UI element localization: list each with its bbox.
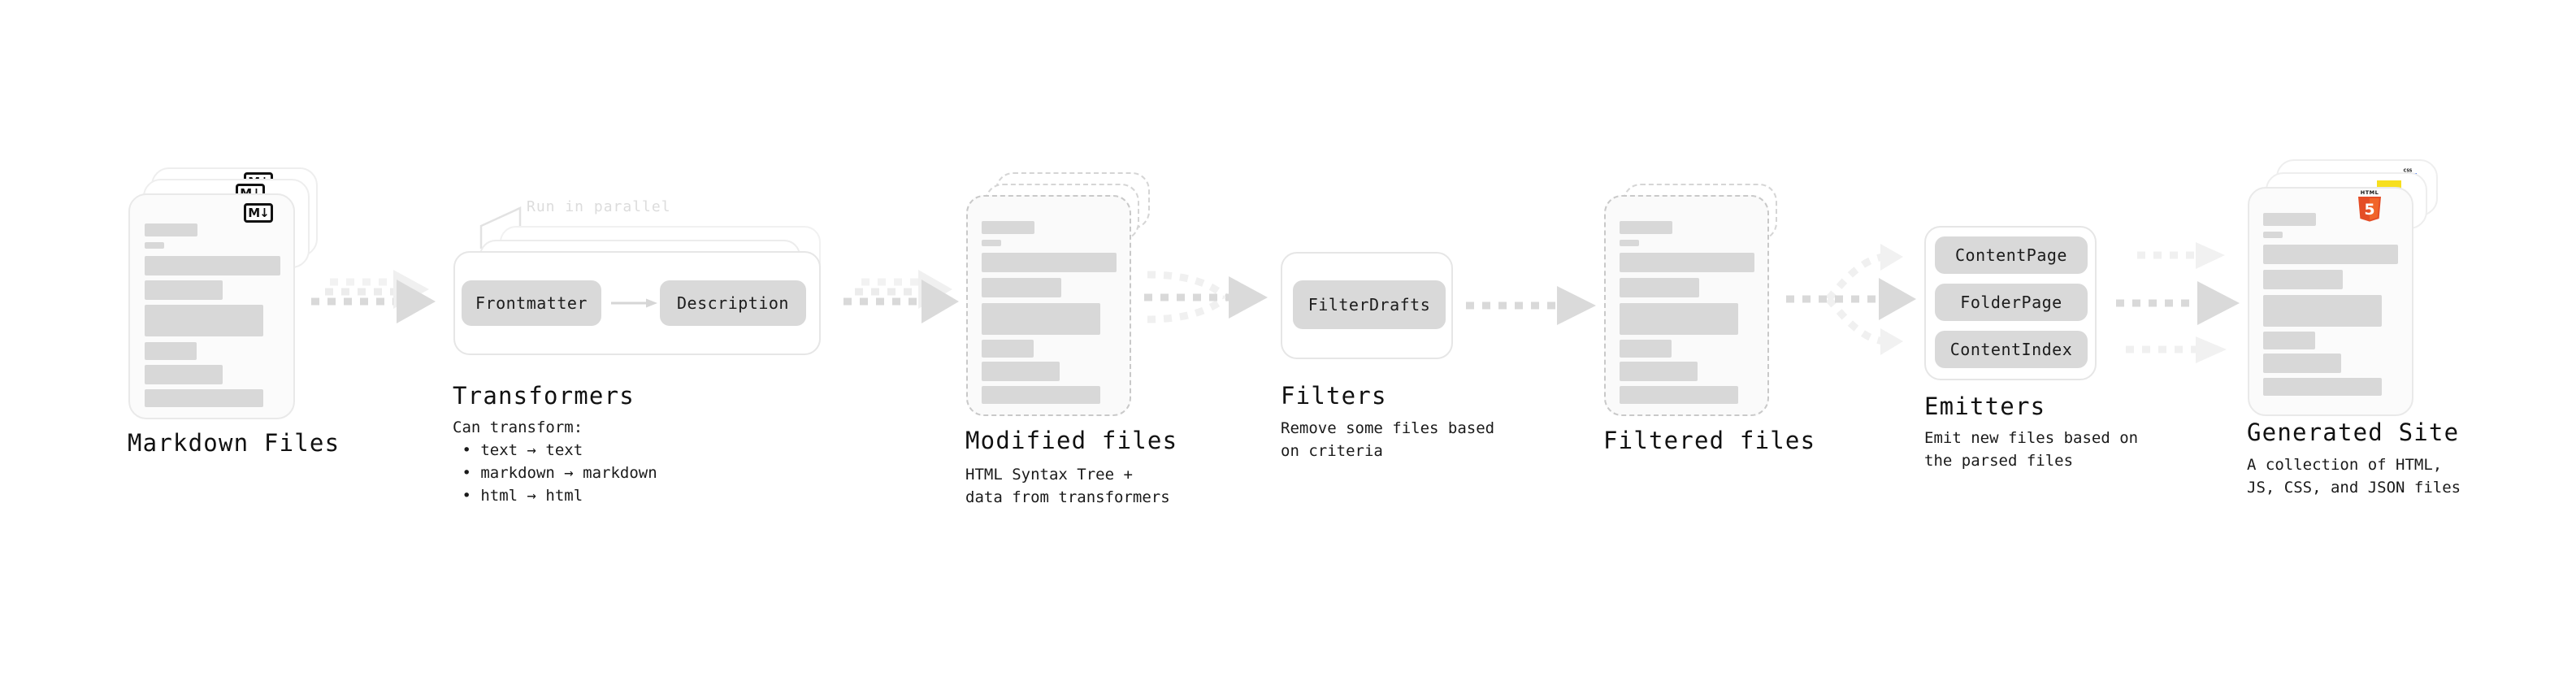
stage-title-emitters: Emitters <box>1924 393 2046 420</box>
skeleton-bar <box>2263 354 2341 373</box>
skeleton-bar <box>982 240 1001 246</box>
emitter-chip-contentindex[interactable]: ContentIndex <box>1935 331 2088 368</box>
skeleton-bar <box>145 389 263 407</box>
svg-text:CSS: CSS <box>2404 169 2413 174</box>
skeleton-bar <box>145 305 263 336</box>
skeleton-bar <box>1620 221 1672 234</box>
stage-title-markdown-files: Markdown Files <box>128 429 340 457</box>
skeleton-bar <box>145 223 197 236</box>
run-in-parallel-label: Run in parallel <box>527 198 671 215</box>
arrow-filters-to-filtered <box>1466 286 1596 325</box>
stage-subtitle-filters: Remove some files based on criteria <box>1281 419 1495 460</box>
skeleton-bar <box>982 253 1117 272</box>
skeleton-bar <box>145 242 164 249</box>
arrow-markdown-to-transformers <box>311 270 436 323</box>
arrow-modified-to-filters <box>1144 271 1268 323</box>
skeleton-bar <box>2263 332 2315 349</box>
skeleton-bar <box>1620 253 1754 272</box>
skeleton-bar <box>1620 303 1738 335</box>
skeleton-bar <box>2263 295 2382 327</box>
skeleton-bar <box>982 303 1100 335</box>
markdown-logo-icon: M↓ <box>244 203 273 223</box>
run-in-parallel-bracket <box>479 206 522 249</box>
stage-subtitle-emitters: Emit new files based on the parsed files <box>1924 429 2139 470</box>
skeleton-bar <box>982 340 1034 358</box>
skeleton-bar <box>982 362 1060 381</box>
svg-text:5: 5 <box>2364 201 2374 219</box>
arrow-transformers-to-modified <box>843 270 959 323</box>
transformer-inner-arrow <box>611 298 657 308</box>
filter-chip-filterdrafts[interactable]: FilterDrafts <box>1293 280 1446 329</box>
skeleton-bar <box>145 280 223 300</box>
transformer-chip-description[interactable]: Description <box>660 280 806 326</box>
skeleton-bar <box>1620 386 1738 404</box>
html5-logo-icon: HTML 5 <box>2356 188 2383 222</box>
stage-title-filters: Filters <box>1281 382 1387 410</box>
skeleton-bar <box>145 342 197 360</box>
skeleton-bar <box>982 221 1034 234</box>
emitter-chip-contentpage[interactable]: ContentPage <box>1935 236 2088 274</box>
svg-text:HTML: HTML <box>2361 189 2379 196</box>
stage-title-transformers: Transformers <box>453 382 635 410</box>
skeleton-bar <box>2263 232 2283 238</box>
stage-title-generated-site: Generated Site <box>2247 419 2460 446</box>
skeleton-bar <box>2263 245 2398 264</box>
skeleton-bar <box>982 386 1100 404</box>
skeleton-bar <box>1620 340 1672 358</box>
arrow-emitters-to-site <box>2116 242 2240 363</box>
skeleton-bar <box>145 256 280 275</box>
skeleton-bar <box>145 365 223 384</box>
stage-subtitle-modified-files: HTML Syntax Tree + data from transformer… <box>965 466 1170 506</box>
stage-subtitle-transformers: Can transform: • text → text • markdown … <box>453 419 657 505</box>
skeleton-bar <box>982 278 1061 297</box>
transformer-chip-frontmatter[interactable]: Frontmatter <box>462 280 601 326</box>
skeleton-bar <box>2263 213 2316 226</box>
skeleton-bar <box>2263 270 2343 289</box>
skeleton-bar <box>1620 362 1698 381</box>
skeleton-bar <box>1620 240 1639 246</box>
skeleton-bar <box>2263 378 2382 396</box>
skeleton-bar <box>1620 278 1699 297</box>
stage-subtitle-generated-site: A collection of HTML, JS, CSS, and JSON … <box>2247 456 2461 497</box>
stage-title-modified-files: Modified files <box>965 427 1178 454</box>
emitter-chip-folderpage[interactable]: FolderPage <box>1935 284 2088 321</box>
stage-title-filtered-files: Filtered files <box>1603 427 1816 454</box>
arrow-filtered-to-emitters <box>1786 244 1916 355</box>
